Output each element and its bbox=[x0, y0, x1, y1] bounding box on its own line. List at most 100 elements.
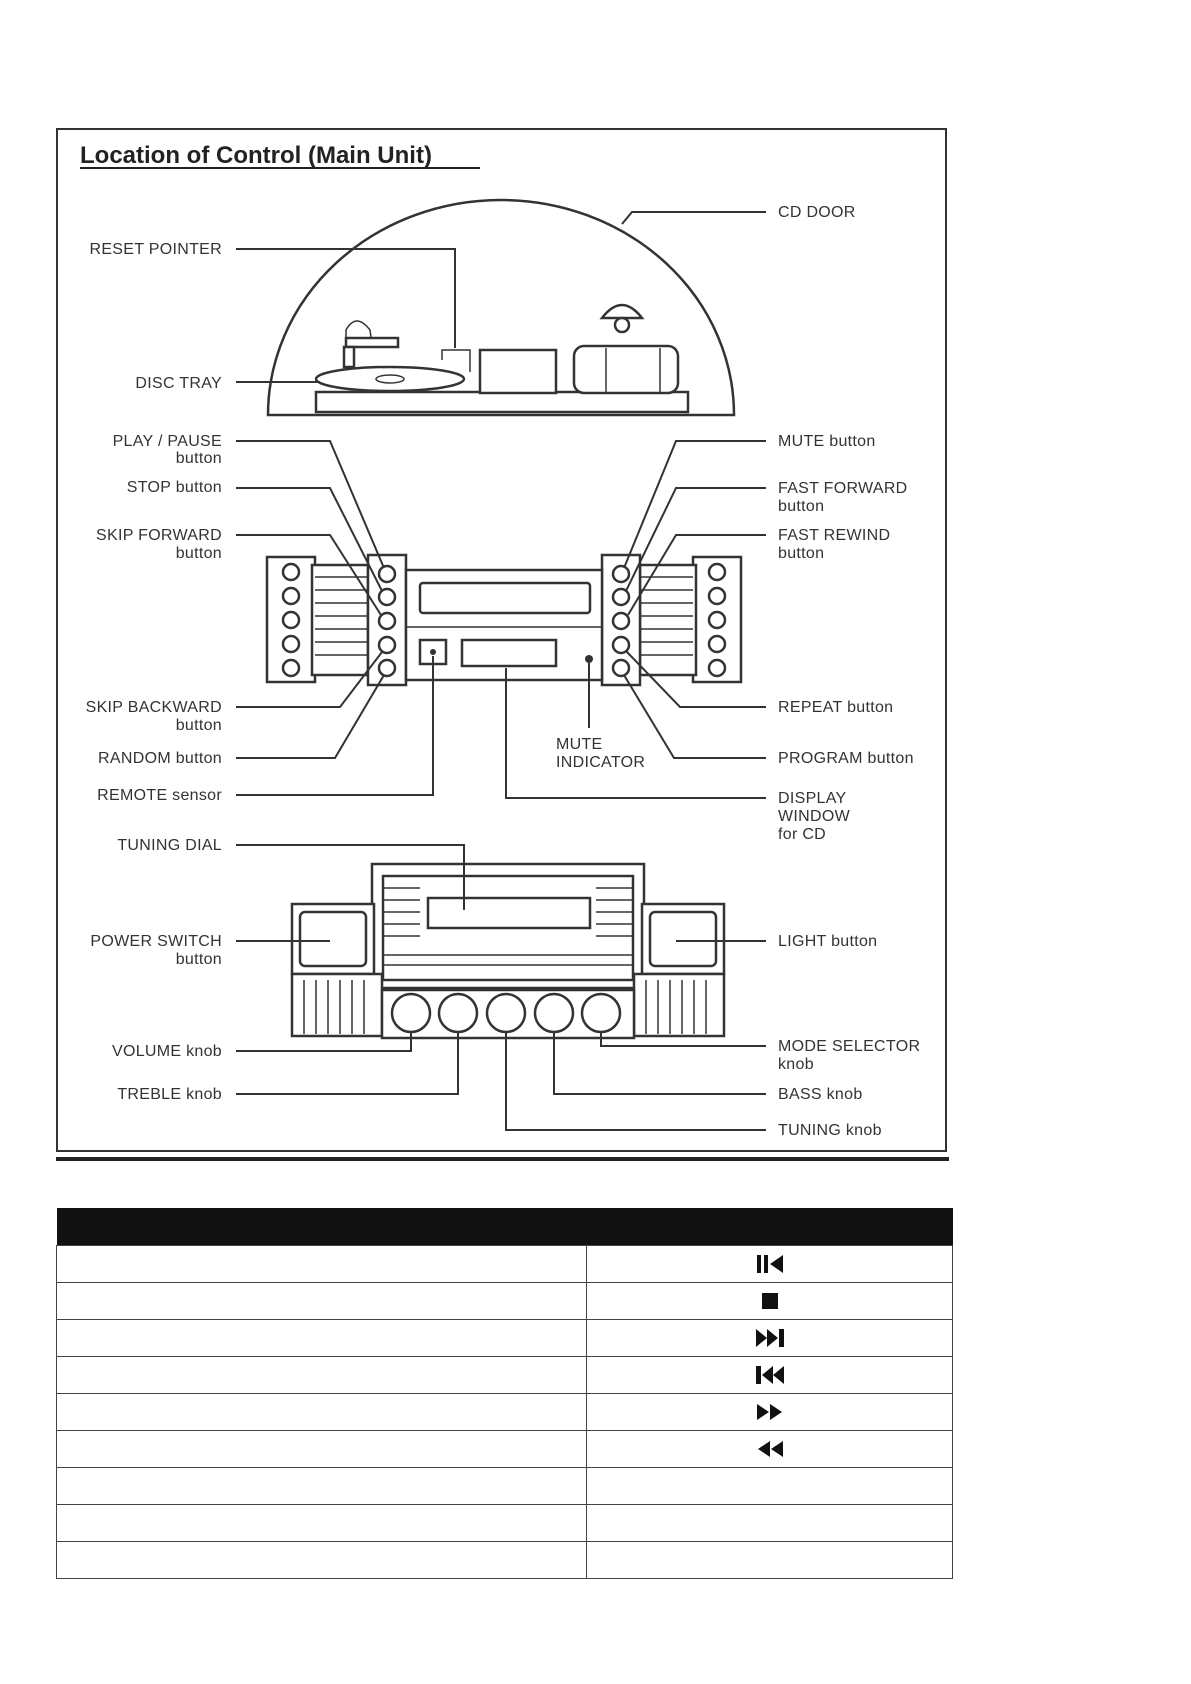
function-cell bbox=[56, 1430, 587, 1468]
table-row bbox=[56, 1356, 953, 1394]
disc-tray-disc bbox=[314, 365, 466, 393]
symbol-cell bbox=[586, 1467, 953, 1505]
label-power-switch: POWER SWITCH bbox=[90, 933, 222, 950]
symbol-cell bbox=[586, 1430, 953, 1468]
label-fast-rewind-sub: button bbox=[778, 545, 824, 562]
label-stop: STOP button bbox=[127, 479, 222, 496]
label-tuning-dial: TUNING DIAL bbox=[117, 837, 222, 854]
cd-display-window bbox=[460, 638, 558, 668]
tuner-unit bbox=[290, 862, 726, 1040]
label-mute-indicator: MUTE bbox=[556, 736, 603, 753]
volume-knob bbox=[390, 992, 432, 1034]
label-volume: VOLUME knob bbox=[112, 1043, 222, 1060]
random-knob bbox=[377, 658, 397, 678]
table-row bbox=[56, 1282, 953, 1320]
label-play-pause: PLAY / PAUSE bbox=[113, 433, 222, 450]
skip-forward-knob bbox=[377, 611, 397, 631]
stop-knob bbox=[377, 587, 397, 607]
mode-selector-knob bbox=[580, 992, 622, 1034]
fast-forward-knob bbox=[611, 587, 631, 607]
table-row bbox=[56, 1467, 953, 1505]
symbol-cell bbox=[586, 1504, 953, 1542]
function-cell bbox=[56, 1504, 587, 1542]
table-header-row bbox=[56, 1208, 953, 1246]
function-cell bbox=[56, 1245, 587, 1283]
diagram-title: Location of Control (Main Unit) bbox=[80, 142, 432, 169]
bass-knob bbox=[533, 992, 575, 1034]
play-pause-icon bbox=[756, 1255, 783, 1273]
table-row bbox=[56, 1504, 953, 1542]
label-display-window-3: for CD bbox=[778, 826, 826, 843]
table-row bbox=[56, 1245, 953, 1283]
label-mode-selector-sub: knob bbox=[778, 1056, 814, 1073]
label-display-window: DISPLAY bbox=[778, 790, 847, 807]
label-skip-forward: SKIP FORWARD bbox=[96, 527, 222, 544]
fast-forward-icon bbox=[756, 1403, 782, 1420]
play-pause-knob bbox=[377, 564, 397, 584]
table-row bbox=[56, 1393, 953, 1431]
stop-icon bbox=[761, 1293, 778, 1309]
function-cell bbox=[56, 1541, 587, 1579]
table-header-symbol bbox=[586, 1208, 953, 1246]
diagram-bottom-rule bbox=[56, 1157, 949, 1161]
label-program: PROGRAM button bbox=[778, 750, 914, 767]
label-skip-backward: SKIP BACKWARD bbox=[86, 699, 222, 716]
label-cd-door: CD DOOR bbox=[778, 204, 856, 221]
label-skip-backward-sub: button bbox=[176, 717, 222, 734]
function-cell bbox=[56, 1356, 587, 1394]
control-symbol-table bbox=[56, 1208, 953, 1579]
skip-backward-knob bbox=[377, 635, 397, 655]
label-tuning-knob: TUNING knob bbox=[778, 1122, 882, 1139]
symbol-cell bbox=[586, 1393, 953, 1431]
label-bass: BASS knob bbox=[778, 1086, 863, 1103]
table-row bbox=[56, 1319, 953, 1357]
main-unit-diagram: Location of Control (Main Unit) bbox=[80, 142, 920, 1139]
symbol-cell bbox=[586, 1319, 953, 1357]
function-cell bbox=[56, 1319, 587, 1357]
treble-knob bbox=[437, 992, 479, 1034]
symbol-cell bbox=[586, 1282, 953, 1320]
power-switch-button bbox=[298, 910, 368, 968]
diagram-frame bbox=[56, 128, 947, 1152]
function-cell bbox=[56, 1282, 587, 1320]
label-light: LIGHT button bbox=[778, 933, 877, 950]
label-fast-forward-sub: button bbox=[778, 498, 824, 515]
fast-rewind-icon bbox=[757, 1440, 783, 1457]
label-play-pause-sub: button bbox=[176, 450, 222, 467]
mute-knob bbox=[611, 564, 631, 584]
label-fast-forward: FAST FORWARD bbox=[778, 480, 908, 497]
program-knob bbox=[611, 658, 631, 678]
label-mode-selector: MODE SELECTOR bbox=[778, 1038, 920, 1055]
leader-lines bbox=[236, 211, 766, 1131]
symbol-cell bbox=[586, 1245, 953, 1283]
callout-labels: CD DOOR RESET POINTER DISC TRAY PLAY / P… bbox=[86, 204, 920, 1139]
label-remote-sensor: REMOTE sensor bbox=[97, 787, 222, 804]
skip-forward-icon bbox=[755, 1329, 784, 1347]
label-display-window-2: WINDOW bbox=[778, 808, 851, 825]
label-reset-pointer: RESET POINTER bbox=[89, 241, 222, 258]
symbol-cell bbox=[586, 1356, 953, 1394]
mute-indicator-led bbox=[585, 655, 593, 663]
label-power-switch-sub: button bbox=[176, 951, 222, 968]
fast-rewind-knob bbox=[611, 611, 631, 631]
function-cell bbox=[56, 1393, 587, 1431]
tuning-knob bbox=[485, 992, 527, 1034]
repeat-knob bbox=[611, 635, 631, 655]
function-cell bbox=[56, 1467, 587, 1505]
cd-door-dome bbox=[266, 198, 736, 417]
label-mute: MUTE button bbox=[778, 433, 876, 450]
label-skip-forward-sub: button bbox=[176, 545, 222, 562]
cd-player-panel bbox=[265, 553, 743, 687]
label-treble: TREBLE knob bbox=[117, 1086, 222, 1103]
symbol-cell bbox=[586, 1541, 953, 1579]
table-row bbox=[56, 1430, 953, 1468]
light-button bbox=[648, 910, 718, 968]
label-disc-tray: DISC TRAY bbox=[135, 375, 222, 392]
table-row bbox=[56, 1541, 953, 1579]
label-random: RANDOM button bbox=[98, 750, 222, 767]
label-mute-indicator-sub: INDICATOR bbox=[556, 754, 645, 771]
tuning-dial-window bbox=[426, 896, 592, 930]
label-fast-rewind: FAST REWIND bbox=[778, 527, 890, 544]
skip-backward-icon bbox=[755, 1366, 784, 1384]
label-repeat: REPEAT button bbox=[778, 699, 893, 716]
